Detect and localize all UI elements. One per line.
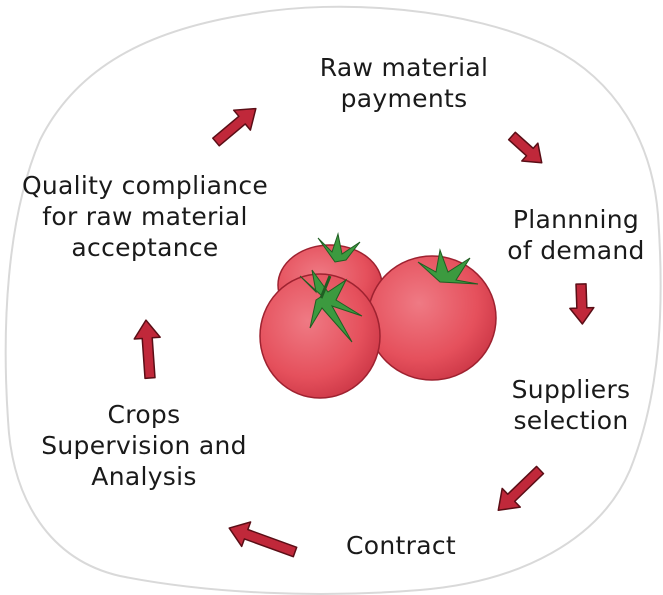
step-label-line: Plannning [512, 205, 640, 234]
step-crops-supervision-and-analysis: Crops Supervision and Analysis [41, 399, 247, 492]
arrow-down-left-icon [497, 465, 545, 512]
arrow-up-icon [133, 319, 161, 380]
step-label-line: payments [340, 84, 468, 113]
step-label-line: Crops [107, 400, 181, 429]
step-planning-of-demand: Plannning of demand [507, 204, 644, 266]
step-label-line: Contract [346, 531, 456, 560]
step-label-line: selection [513, 406, 629, 435]
step-label-line: of demand [507, 236, 645, 265]
step-contract: Contract [346, 530, 456, 561]
arrow-up-right-icon [212, 107, 257, 147]
step-label-line: Supervision and [41, 431, 247, 460]
step-label-line: Raw material [319, 53, 489, 82]
step-label-line: Analysis [91, 462, 197, 491]
arrow-down-icon [569, 283, 595, 325]
step-label-line: Quality compliance [21, 171, 269, 200]
step-quality-compliance: Quality compliance for raw material acce… [22, 170, 268, 263]
arrow-down-right-icon [507, 131, 543, 164]
arrow-left-icon [228, 521, 298, 558]
step-label-line: for raw material [42, 202, 248, 231]
step-suppliers-selection: Suppliers selection [512, 374, 631, 436]
step-raw-material-payments: Raw material payments [320, 52, 488, 114]
step-label-line: acceptance [71, 233, 219, 262]
step-label-line: Suppliers [511, 375, 631, 404]
